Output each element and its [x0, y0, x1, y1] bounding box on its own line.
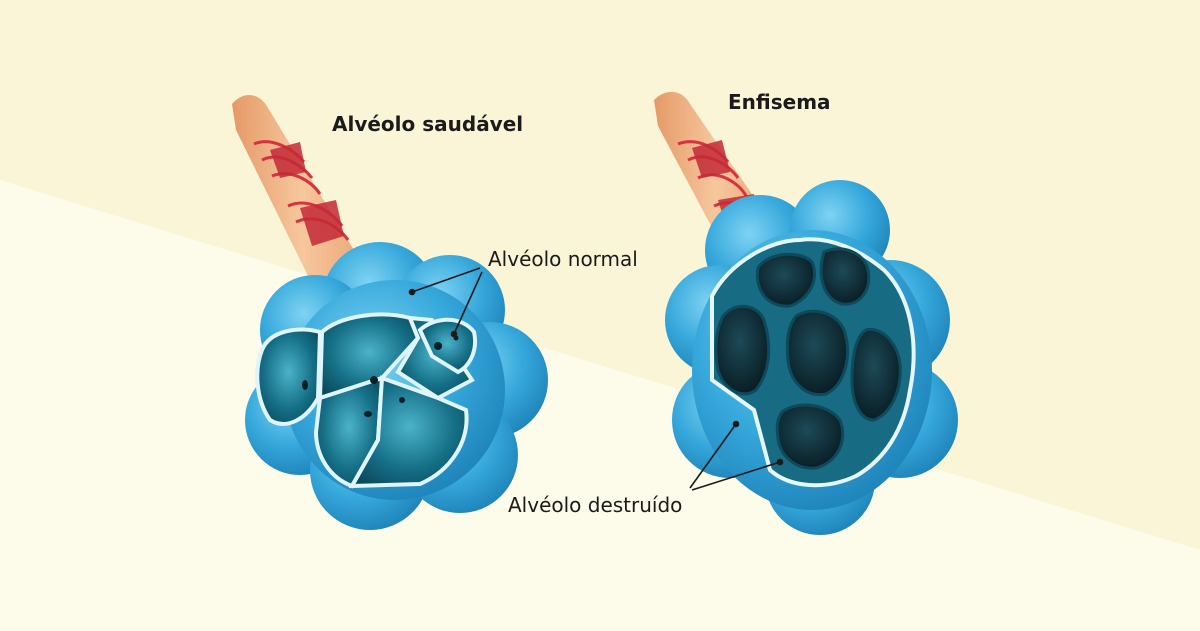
healthy-alveolar-sac: [245, 242, 548, 530]
healthy-bronchiole-tube: [232, 95, 372, 296]
callout-lines: [408, 267, 784, 491]
emphysema-title: Enfisema: [728, 90, 831, 114]
healthy-title: Alvéolo saudável: [332, 112, 524, 136]
destroyed-alveolus-label: Alvéolo destruído: [508, 493, 683, 517]
normal-alveolus-label: Alvéolo normal: [488, 247, 638, 271]
emphysema-alveolar-sac: [665, 180, 958, 535]
